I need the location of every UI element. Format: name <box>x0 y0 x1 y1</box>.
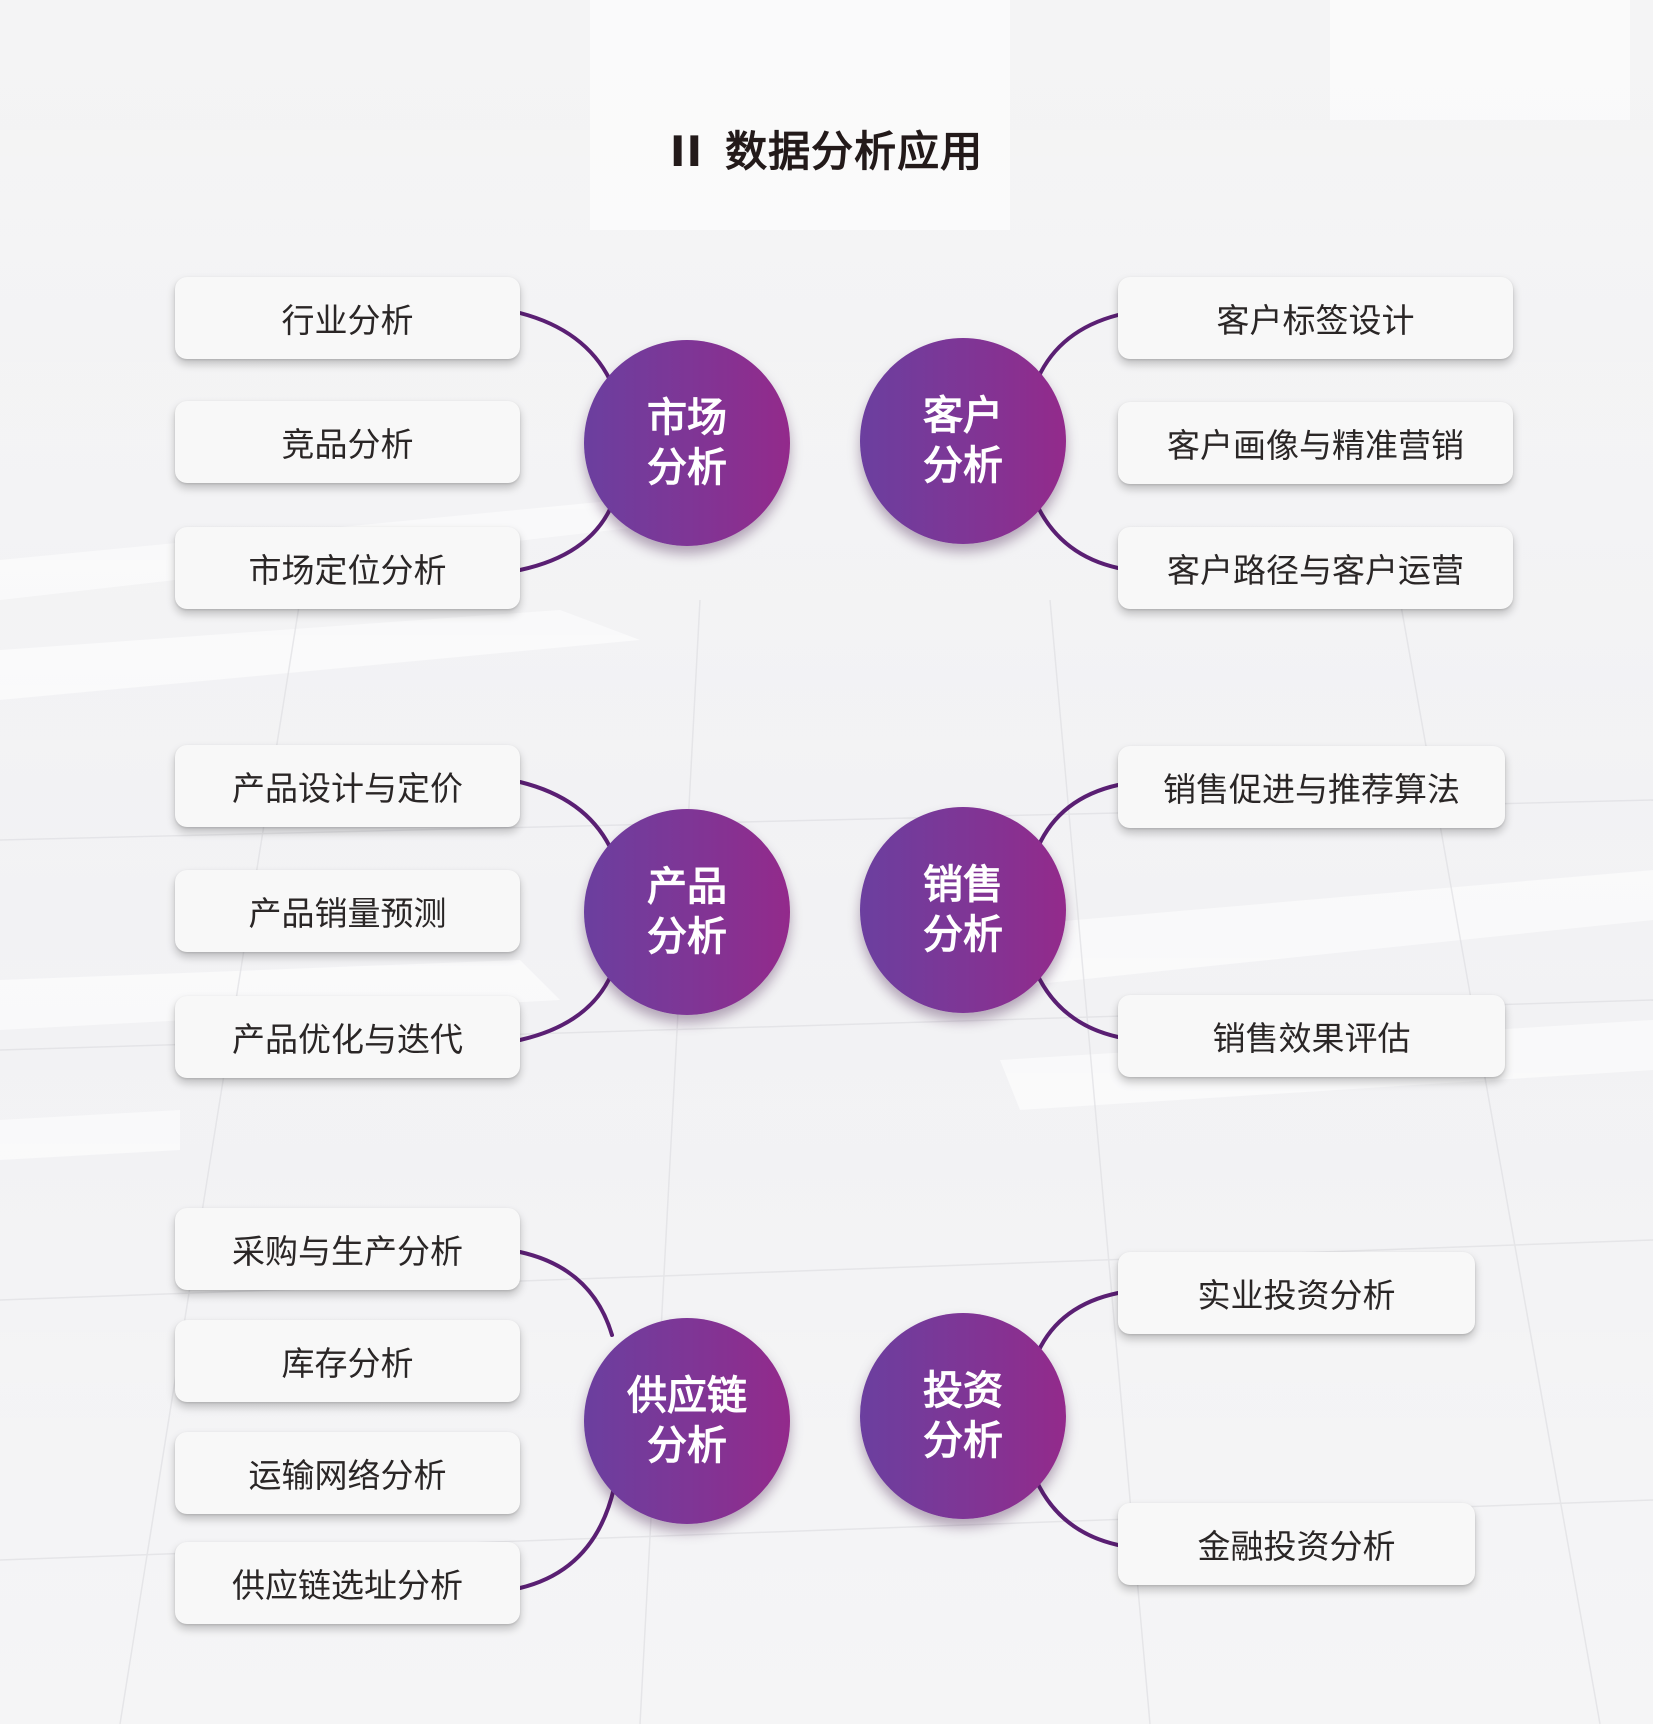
supply-item-procurement: 采购与生产分析 <box>175 1208 520 1290</box>
product-item-design-pricing: 产品设计与定价 <box>175 745 520 827</box>
hub-supply-chain-analysis: 供应链 分析 <box>584 1318 790 1524</box>
hub-market-analysis: 市场 分析 <box>584 340 790 546</box>
connector-market-bottom <box>518 503 614 572</box>
hub-label-line2: 分析 <box>923 912 1003 958</box>
connector-invest-top <box>1036 1291 1120 1354</box>
market-item-industry: 行业分析 <box>175 277 520 359</box>
connector-supply-bottom <box>518 1486 616 1590</box>
sales-item-promotion: 销售促进与推荐算法 <box>1118 746 1505 828</box>
hub-label-line2: 分析 <box>647 445 727 491</box>
market-item-competitor: 竞品分析 <box>175 401 520 483</box>
title-text: 数据分析应用 <box>725 127 984 176</box>
connector-supply-top <box>518 1250 614 1337</box>
title-mark: II <box>669 127 704 176</box>
hub-label-line2: 分析 <box>923 443 1003 489</box>
hub-label-line2: 分析 <box>647 1423 727 1469</box>
market-item-positioning: 市场定位分析 <box>175 527 520 609</box>
hub-product-analysis: 产品 分析 <box>584 809 790 1015</box>
connector-customer-top <box>1036 313 1120 380</box>
product-item-forecast: 产品销量预测 <box>175 870 520 952</box>
page-title: II 数据分析应用 <box>0 118 1653 179</box>
connector-customer-bottom <box>1034 501 1120 570</box>
connector-market-top <box>518 311 612 382</box>
hub-label-line1: 产品 <box>647 864 727 910</box>
sales-item-evaluation: 销售效果评估 <box>1118 995 1505 1077</box>
hub-investment-analysis: 投资 分析 <box>860 1313 1066 1519</box>
customer-item-tagging: 客户标签设计 <box>1118 277 1513 359</box>
hub-label-line1: 客户 <box>923 393 1003 439</box>
invest-item-financial: 金融投资分析 <box>1118 1503 1475 1585</box>
customer-item-journey: 客户路径与客户运营 <box>1118 527 1513 609</box>
connector-product-top <box>518 780 612 849</box>
hub-sales-analysis: 销售 分析 <box>860 807 1066 1013</box>
connector-sales-top <box>1036 783 1120 849</box>
hub-label-line1: 供应链 <box>627 1373 747 1419</box>
hub-label-line2: 分析 <box>647 914 727 960</box>
hub-customer-analysis: 客户 分析 <box>860 338 1066 544</box>
hub-label-line1: 市场 <box>647 395 727 441</box>
product-item-iteration: 产品优化与迭代 <box>175 996 520 1078</box>
supply-item-inventory: 库存分析 <box>175 1320 520 1402</box>
hub-label-line2: 分析 <box>923 1418 1003 1464</box>
connector-sales-bottom <box>1034 970 1120 1039</box>
connector-product-bottom <box>518 971 614 1042</box>
supply-item-transport: 运输网络分析 <box>175 1432 520 1514</box>
customer-item-profiling: 客户画像与精准营销 <box>1118 402 1513 484</box>
hub-label-line1: 投资 <box>923 1368 1003 1414</box>
supply-item-siting: 供应链选址分析 <box>175 1542 520 1624</box>
invest-item-industrial: 实业投资分析 <box>1118 1252 1475 1334</box>
connector-invest-bottom <box>1034 1478 1120 1547</box>
hub-label-line1: 销售 <box>923 862 1003 908</box>
